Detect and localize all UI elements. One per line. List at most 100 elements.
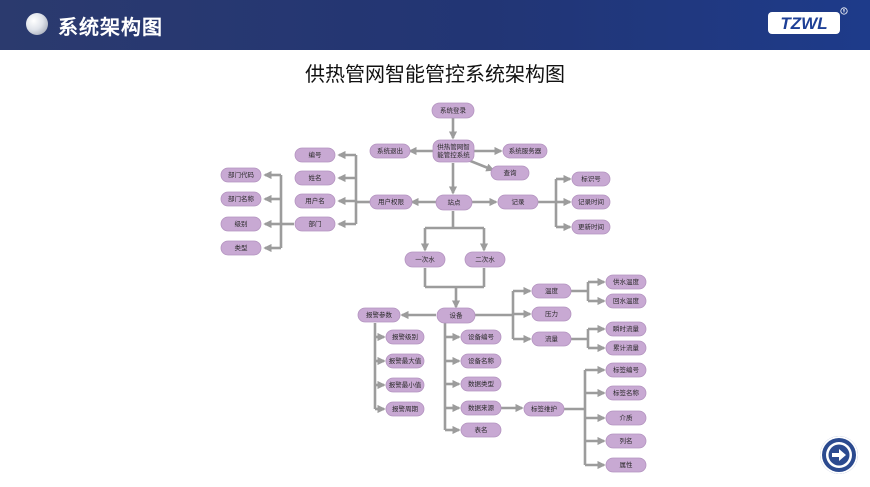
svg-text:编号: 编号	[309, 150, 323, 159]
svg-text:报警级别: 报警级别	[392, 332, 418, 341]
svg-text:瞬时流量: 瞬时流量	[613, 324, 640, 333]
node-cumulative-flow: 累计流量	[605, 340, 647, 356]
svg-text:用户权限: 用户权限	[378, 197, 405, 206]
svg-text:标签编号: 标签编号	[613, 365, 640, 374]
svg-text:回水温度: 回水温度	[613, 296, 640, 305]
svg-text:标签维护: 标签维护	[531, 404, 557, 413]
svg-text:设备: 设备	[450, 311, 464, 320]
node-alarm-params: 报警参数	[357, 307, 401, 323]
node-number: 编号	[294, 147, 336, 163]
node-temperature: 温度	[531, 283, 572, 299]
node-type: 类型	[220, 240, 262, 256]
svg-text:部门: 部门	[309, 219, 322, 228]
page-title: 系统架构图	[58, 15, 163, 39]
svg-text:类型: 类型	[235, 243, 249, 252]
node-logout: 系统退出	[369, 143, 411, 159]
node-table-name: 表名	[460, 422, 502, 438]
node-medium: 介质	[605, 410, 647, 426]
svg-text:部门代码: 部门代码	[228, 170, 255, 179]
svg-text:压力: 压力	[545, 309, 558, 318]
svg-text:流量: 流量	[545, 334, 559, 343]
svg-text:姓名: 姓名	[309, 173, 322, 182]
diagram-edges	[263, 118, 606, 470]
node-username: 用户名	[294, 193, 336, 209]
bullet-icon	[26, 13, 48, 35]
header-bar: 系统架构图 TZWL R	[0, 0, 870, 50]
svg-text:更新时间: 更新时间	[578, 222, 604, 231]
node-tag-name: 标签名称	[605, 385, 647, 401]
node-data-type: 数据类型	[460, 376, 502, 392]
node-data-source: 数据来源	[460, 400, 502, 416]
svg-text:二次水: 二次水	[475, 255, 495, 264]
svg-text:设备编号: 设备编号	[468, 332, 495, 341]
node-instant-flow: 瞬时流量	[605, 321, 647, 337]
svg-text:R: R	[843, 9, 846, 14]
diagram-title: 供热管网智能管控系统架构图	[305, 62, 565, 86]
node-update-time: 更新时间	[571, 219, 611, 235]
node-record-time: 记录时间	[571, 194, 611, 210]
node-server: 系统服务器	[502, 143, 548, 159]
svg-text:属性: 属性	[620, 460, 634, 469]
node-login: 系统登录	[431, 102, 475, 119]
node-alarm-min: 报警最小值	[385, 377, 425, 393]
svg-text:一次水: 一次水	[415, 255, 435, 264]
node-tag-number: 标签编号	[605, 362, 647, 378]
svg-text:标识号: 标识号	[581, 174, 601, 183]
node-record: 记录	[497, 194, 539, 210]
node-alarm-max: 报警最大值	[385, 353, 425, 369]
svg-text:记录: 记录	[512, 198, 526, 206]
node-dept-name: 部门名称	[220, 191, 262, 207]
svg-text:温度: 温度	[545, 286, 559, 295]
node-query: 查询	[490, 165, 530, 181]
svg-text:表名: 表名	[475, 425, 488, 434]
svg-text:介质: 介质	[620, 413, 634, 422]
svg-text:报警周期: 报警周期	[392, 404, 419, 413]
arrow-right-circle-icon	[826, 442, 852, 468]
svg-text:数据类型: 数据类型	[468, 379, 495, 388]
node-dept-code: 部门代码	[220, 167, 262, 183]
node-device: 设备	[436, 307, 476, 324]
svg-text:供热管网智: 供热管网智	[437, 142, 470, 151]
node-device-number: 设备编号	[460, 329, 502, 345]
node-primary-water: 一次水	[404, 251, 446, 268]
svg-text:系统退出: 系统退出	[377, 146, 403, 155]
svg-text:用户名: 用户名	[305, 196, 325, 205]
svg-text:报警最大值: 报警最大值	[389, 356, 422, 365]
svg-text:数据来源: 数据来源	[468, 403, 495, 412]
next-slide-button[interactable]	[820, 436, 858, 474]
svg-text:报警最小值: 报警最小值	[389, 380, 422, 389]
svg-text:记录时间: 记录时间	[578, 197, 604, 206]
svg-text:报警参数: 报警参数	[366, 310, 393, 319]
node-level: 级别	[220, 216, 262, 232]
node-alarm-level: 报警级别	[385, 329, 425, 345]
node-pressure: 压力	[531, 306, 572, 322]
node-system: 供热管网智 能管控系统	[432, 139, 475, 163]
svg-text:部门名称: 部门名称	[228, 194, 255, 203]
company-logo: TZWL R	[768, 7, 848, 34]
svg-text:查询: 查询	[504, 168, 518, 177]
node-return-temp: 回水温度	[605, 293, 647, 309]
node-department: 部门	[294, 216, 336, 232]
svg-text:累计流量: 累计流量	[613, 343, 640, 352]
node-record-id: 标识号	[571, 171, 611, 187]
node-supply-temp: 供水温度	[605, 274, 647, 290]
logo-text: TZWL	[780, 14, 827, 33]
node-station: 站点	[435, 194, 473, 211]
node-secondary-water: 二次水	[464, 251, 506, 268]
svg-text:设备名称: 设备名称	[468, 356, 495, 365]
node-device-name: 设备名称	[460, 353, 502, 369]
svg-text:标签名称: 标签名称	[613, 388, 640, 397]
svg-text:供水温度: 供水温度	[613, 277, 640, 286]
node-column-name: 列名	[605, 433, 647, 449]
svg-text:系统登录: 系统登录	[440, 106, 467, 115]
svg-text:列名: 列名	[620, 436, 633, 445]
node-flow: 流量	[531, 331, 572, 347]
svg-text:级别: 级别	[235, 219, 248, 228]
svg-text:能管控系统: 能管控系统	[437, 150, 470, 159]
svg-text:站点: 站点	[448, 198, 462, 207]
node-name: 姓名	[294, 170, 336, 186]
svg-text:系统服务器: 系统服务器	[509, 146, 542, 155]
node-user-permission: 用户权限	[369, 194, 413, 210]
node-tag-maintenance: 标签维护	[523, 401, 565, 417]
